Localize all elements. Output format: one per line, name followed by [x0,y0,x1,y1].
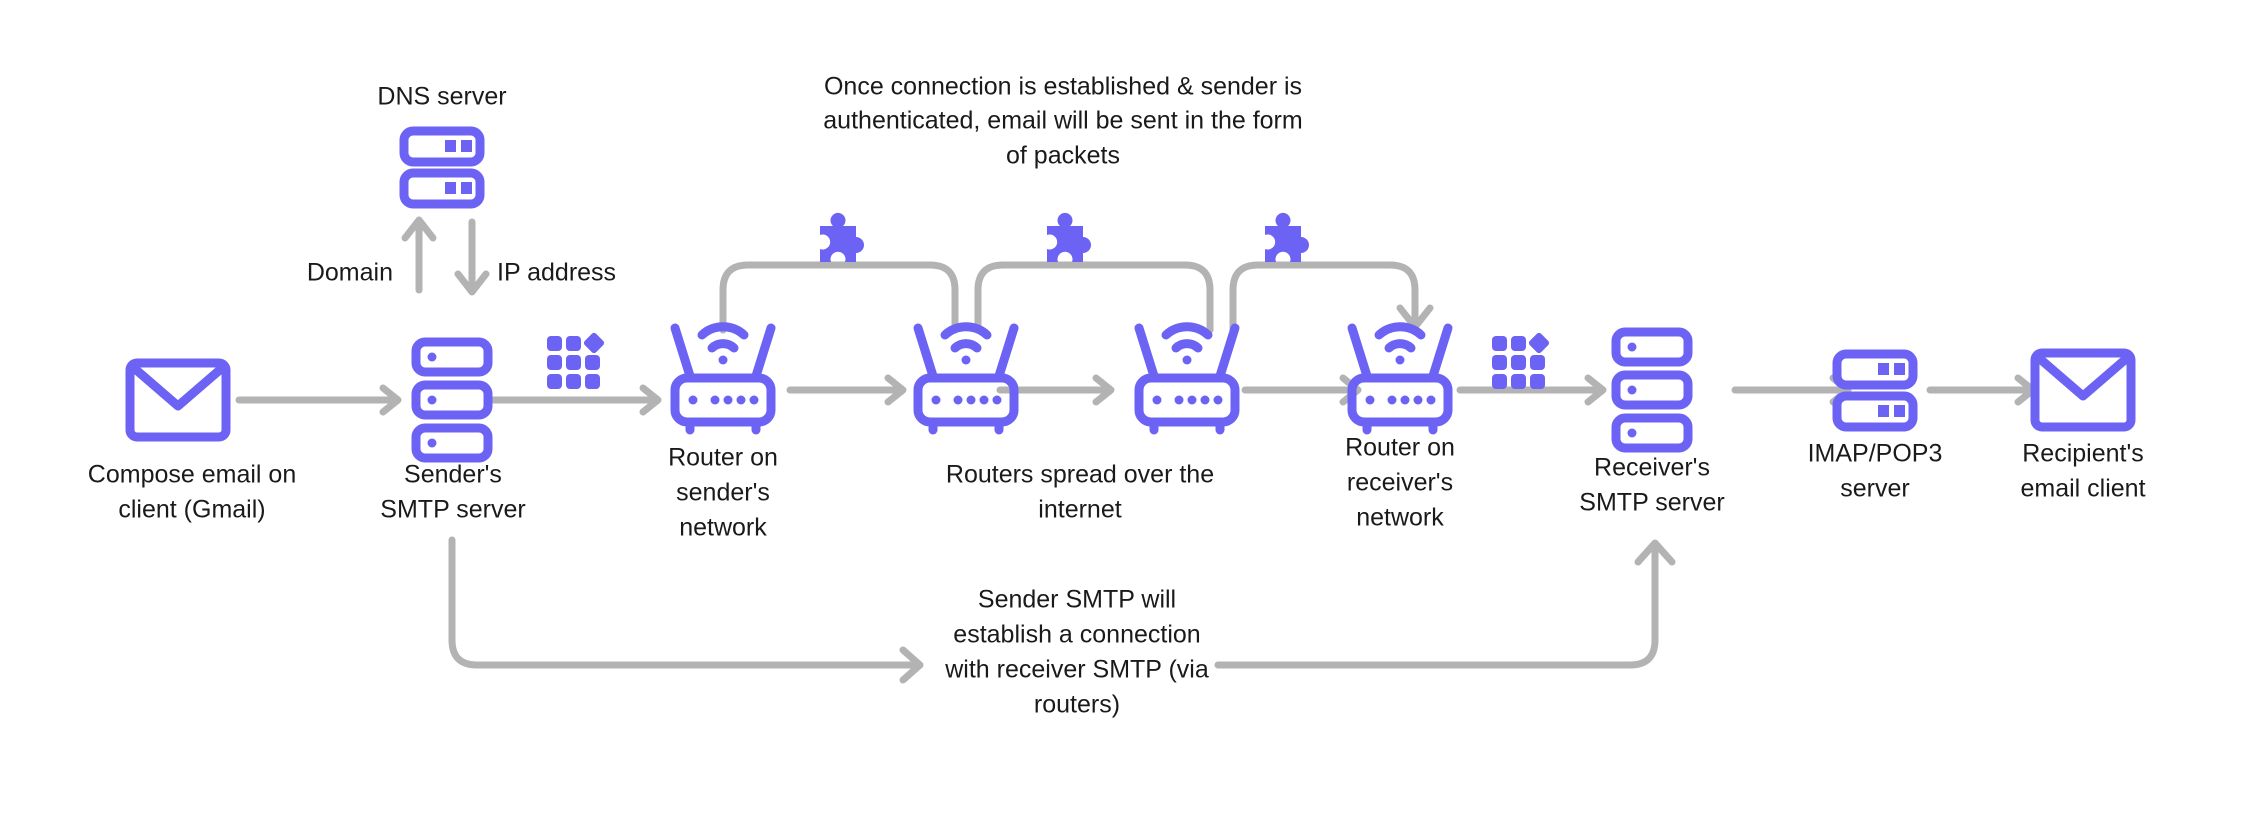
domain-label: Domain [307,259,393,287]
router-icon [1139,327,1235,430]
svg-text:with receiver SMTP (via: with receiver SMTP (via [944,656,1209,684]
svg-text:establish a connection: establish a connection [953,621,1200,649]
svg-text:network: network [679,514,767,542]
packets-note: Once connection is established & sender … [823,73,1302,170]
hop-arc-2 [974,261,1214,334]
svg-text:of packets: of packets [1006,142,1120,170]
envelope-icon [130,363,226,437]
router-sender-label: Router on sender's network [668,444,778,542]
hop-arc-1 [719,261,959,334]
puzzle-piece-icon [1047,212,1091,262]
network-grid-icon [547,331,606,389]
svg-text:network: network [1356,504,1444,532]
svg-text:email client: email client [2020,475,2145,503]
routers-internet-label: Routers spread over the internet [946,461,1214,524]
svg-text:Router on: Router on [1345,434,1455,462]
arrow-sender-smtp-to-router [486,384,662,416]
envelope-icon [2035,353,2131,427]
arrow-router1-to-router2 [786,374,907,406]
arrow-router3-to-router4 [1241,374,1362,406]
svg-text:authenticated, email will be s: authenticated, email will be sent in the… [823,107,1302,135]
dns-server-icon [404,131,480,204]
network-grid-icon [1492,331,1551,389]
svg-text:client (Gmail): client (Gmail) [118,496,265,524]
svg-text:Sender's: Sender's [404,461,502,489]
arrow-compose-to-sender-smtp [235,384,402,416]
svg-text:Routers spread over the: Routers spread over the [946,461,1214,489]
svg-text:Receiver's: Receiver's [1594,454,1710,482]
connection-path-right [1214,539,1676,669]
arrow-receiver-smtp-to-imap [1731,374,1852,406]
svg-text:server: server [1840,475,1909,503]
hop-arc-3 [1229,261,1434,334]
svg-text:routers): routers) [1034,691,1120,719]
server-stack-icon [1616,332,1688,448]
svg-text:IMAP/POP3: IMAP/POP3 [1808,440,1943,468]
compose-email-label: Compose email on client (Gmail) [88,461,296,524]
sender-smtp-label: Sender's SMTP server [380,461,525,524]
svg-text:Router on: Router on [668,444,778,472]
receiver-smtp-label: Receiver's SMTP server [1579,454,1724,517]
svg-text:Compose email on: Compose email on [88,461,296,489]
connection-note: Sender SMTP will establish a connection … [944,586,1209,719]
router-icon [918,327,1014,430]
arrow-ip-address-down [454,218,490,296]
svg-text:internet: internet [1038,496,1121,524]
puzzle-piece-icon [1265,212,1309,262]
router-receiver-label: Router on receiver's network [1345,434,1455,532]
imap-pop3-label: IMAP/POP3 server [1808,440,1943,503]
svg-text:SMTP server: SMTP server [380,496,525,524]
svg-text:receiver's: receiver's [1347,469,1453,497]
router-icon [1352,327,1448,430]
arrow-imap-to-recipient [1926,374,2037,406]
recipient-client-label: Recipient's email client [2020,440,2145,503]
svg-text:Sender SMTP will: Sender SMTP will [978,586,1176,614]
server-stack-icon [416,342,488,458]
svg-text:sender's: sender's [676,479,770,507]
ip-address-label: IP address [497,259,616,287]
svg-text:Recipient's: Recipient's [2022,440,2144,468]
svg-text:SMTP server: SMTP server [1579,489,1724,517]
puzzle-piece-icon [820,212,864,262]
arrow-router4-to-receiver-smtp [1456,374,1607,406]
router-icon [675,327,771,430]
arrow-domain-up [401,216,437,294]
connection-path-left [448,536,924,684]
svg-text:Once connection is established: Once connection is established & sender … [824,73,1302,101]
dns-server-label: DNS server [377,83,506,111]
